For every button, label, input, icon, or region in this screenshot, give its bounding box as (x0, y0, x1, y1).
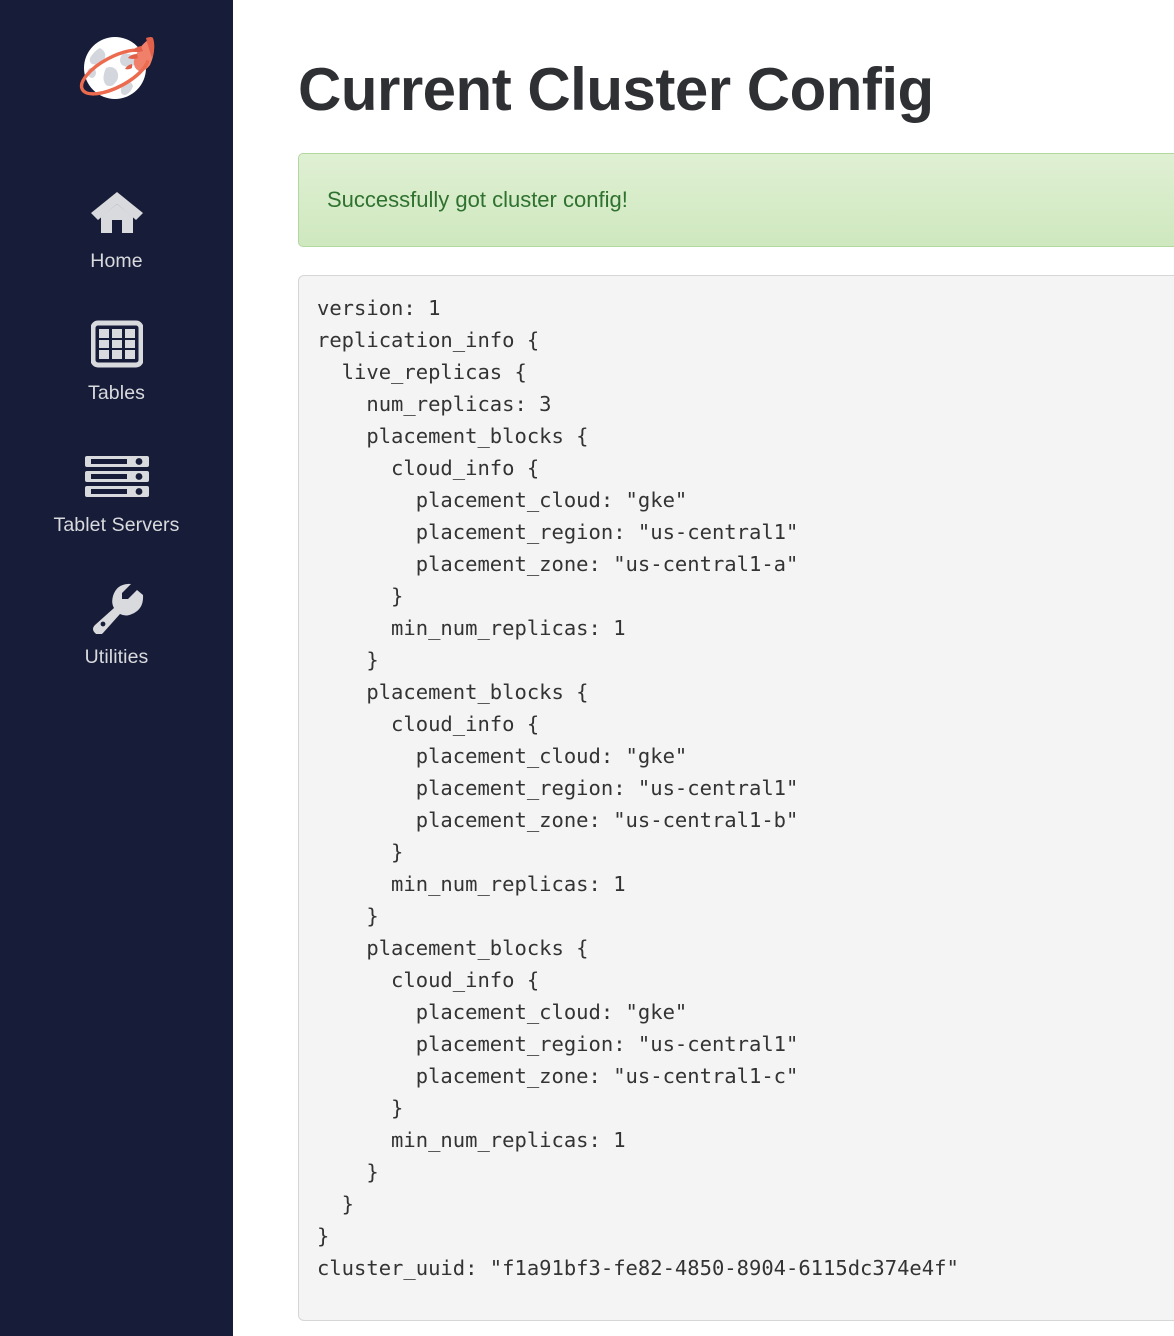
yugabyte-rocket-globe-logo[interactable] (70, 24, 164, 118)
table-grid-icon (90, 316, 143, 372)
cluster-config-card: version: 1 replication_info { live_repli… (298, 275, 1174, 1321)
page-title: Current Cluster Config (298, 56, 934, 123)
sidebar-item-label: Tablet Servers (53, 514, 180, 536)
sidebar-item-utilities[interactable]: Utilities (0, 580, 233, 668)
sidebar: Home Tables (0, 0, 233, 1336)
success-alert-message: Successfully got cluster config! (327, 187, 628, 212)
cluster-config-text: version: 1 replication_info { live_repli… (317, 296, 959, 1280)
sidebar-item-home[interactable]: Home (0, 184, 233, 272)
sidebar-item-tables[interactable]: Tables (0, 316, 233, 404)
sidebar-item-tablet-servers[interactable]: Tablet Servers (0, 448, 233, 536)
home-icon (89, 184, 145, 240)
success-alert: Successfully got cluster config! (298, 153, 1174, 247)
sidebar-item-label: Tables (88, 382, 145, 404)
wrench-icon (89, 580, 145, 636)
main-content: Current Cluster Config Successfully got … (233, 0, 1174, 1336)
sidebar-item-label: Utilities (84, 646, 149, 668)
sidebar-item-label: Home (90, 250, 143, 272)
server-rack-icon (83, 448, 151, 504)
